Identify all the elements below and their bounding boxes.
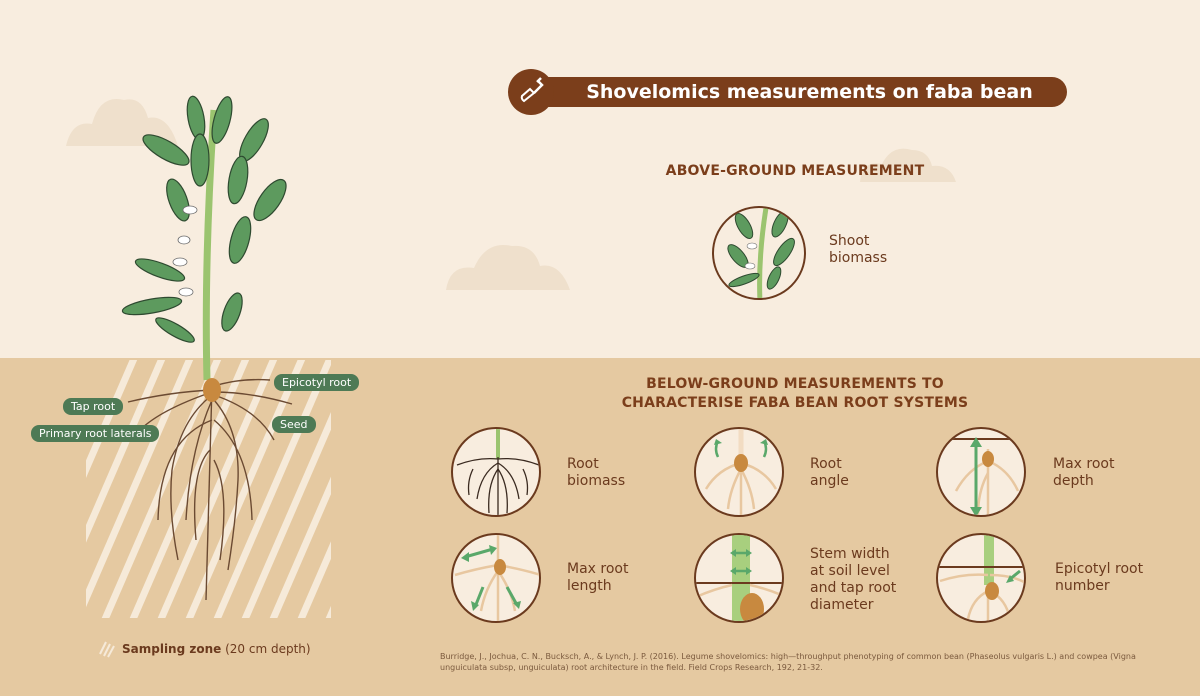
cloud-icon bbox=[66, 99, 178, 146]
max-root-depth-label-line2: depth bbox=[1053, 473, 1094, 489]
stem-width-label-line2: at soil level bbox=[810, 563, 890, 579]
root-angle-icon bbox=[694, 427, 784, 517]
seed-icon bbox=[203, 378, 221, 402]
shovel-icon bbox=[520, 77, 544, 103]
shoot-label-line1: Shoot bbox=[829, 233, 870, 249]
cloud-icon bbox=[860, 148, 956, 182]
below-heading-line1: BELOW-GROUND MEASUREMENTS TO bbox=[646, 376, 944, 392]
max-root-length-label-line1: Max root bbox=[567, 561, 629, 577]
primary-root-laterals-tag: Primary root laterals bbox=[31, 425, 160, 442]
root-biomass-label-line1: Root bbox=[567, 456, 599, 472]
max-root-length-icon bbox=[451, 533, 541, 623]
plant-leaves bbox=[121, 95, 287, 343]
plant-stem bbox=[202, 109, 218, 381]
flower-icon bbox=[172, 205, 198, 297]
below-heading-line2: CHARACTERISE FABA BEAN ROOT SYSTEMS bbox=[621, 395, 969, 411]
below-ground-heading: BELOW-GROUND MEASUREMENTS TO CHARACTERIS… bbox=[580, 375, 1010, 413]
epicotyl-root-tag: Epicotyl root bbox=[274, 374, 360, 391]
sampling-zone-legend: Sampling zone (20 cm depth) bbox=[122, 642, 311, 656]
stem-width-label-line3: and tap root bbox=[810, 580, 897, 596]
sampling-zone-swatch-icon bbox=[99, 641, 115, 658]
root-angle-label-line2: angle bbox=[810, 473, 849, 489]
tap-root-tag: Tap root bbox=[63, 398, 124, 415]
max-root-depth-label-line1: Max root bbox=[1053, 456, 1115, 472]
root-angle-label-line1: Root bbox=[810, 456, 842, 472]
sampling-zone-title: Sampling zone bbox=[122, 642, 222, 656]
title-badge bbox=[508, 69, 554, 115]
epicotyl-root-number-label-line2: number bbox=[1055, 578, 1110, 594]
shoot-biomass-icon bbox=[712, 206, 806, 300]
stem-width-label-line4: diameter bbox=[810, 597, 874, 613]
title-banner: Shovelomics measurements on faba bean bbox=[530, 77, 1067, 107]
epicotyl-root-number-icon bbox=[936, 533, 1026, 623]
max-root-depth-icon bbox=[936, 427, 1026, 517]
epicotyl-root-number-label-line1: Epicotyl root bbox=[1055, 561, 1144, 577]
max-root-length-label-line2: length bbox=[567, 578, 612, 594]
shoot-label-line2: biomass bbox=[829, 250, 888, 266]
sampling-zone-stripes bbox=[86, 360, 331, 618]
citation: Burridge, J., Jochua, C. N., Bucksch, A.… bbox=[440, 652, 1136, 672]
cloud-icon bbox=[446, 244, 570, 290]
stem-width-icon bbox=[694, 533, 784, 623]
root-biomass-label-line2: biomass bbox=[567, 473, 626, 489]
seed-tag: Seed bbox=[272, 416, 316, 433]
root-biomass-icon bbox=[451, 427, 541, 517]
sampling-zone-depth: (20 cm depth) bbox=[221, 642, 311, 656]
page-title: Shovelomics measurements on faba bean bbox=[586, 81, 1033, 103]
above-ground-heading: ABOVE-GROUND MEASUREMENT bbox=[665, 163, 925, 179]
stem-width-label-line1: Stem width bbox=[810, 546, 890, 562]
